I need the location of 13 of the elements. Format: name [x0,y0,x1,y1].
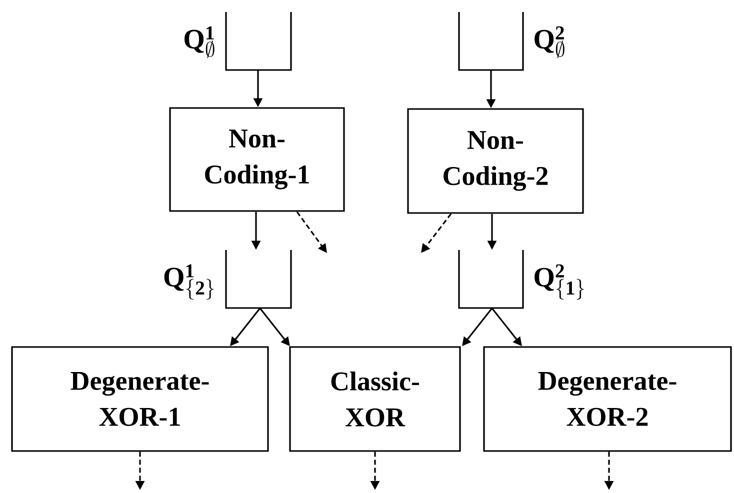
queue-label: $\mathbf{Q}^{\mathbf{2}}_{\{\mathbf{1}\}}$ [534,264,584,300]
process-box: Non- Coding-2 [407,108,584,214]
process-box: Degenerate- XOR-2 [483,346,732,452]
queue-symbol [225,250,292,309]
queue-symbol [458,250,524,309]
queue-symbol [225,12,292,71]
queue-symbol [458,12,524,71]
queue-label: $\mathbf{Q}^{\mathbf{1}}_{\emptyset}$ [184,26,214,58]
process-box: Non- Coding-1 [169,107,345,212]
process-box: Classic- XOR [289,346,461,452]
queue-label: $\mathbf{Q}^{\mathbf{1}}_{\{\mathbf{2}\}}$ [164,264,214,300]
queue-label: $\mathbf{Q}^{\mathbf{2}}_{\emptyset}$ [534,26,564,58]
process-box: Degenerate- XOR-1 [11,346,269,452]
